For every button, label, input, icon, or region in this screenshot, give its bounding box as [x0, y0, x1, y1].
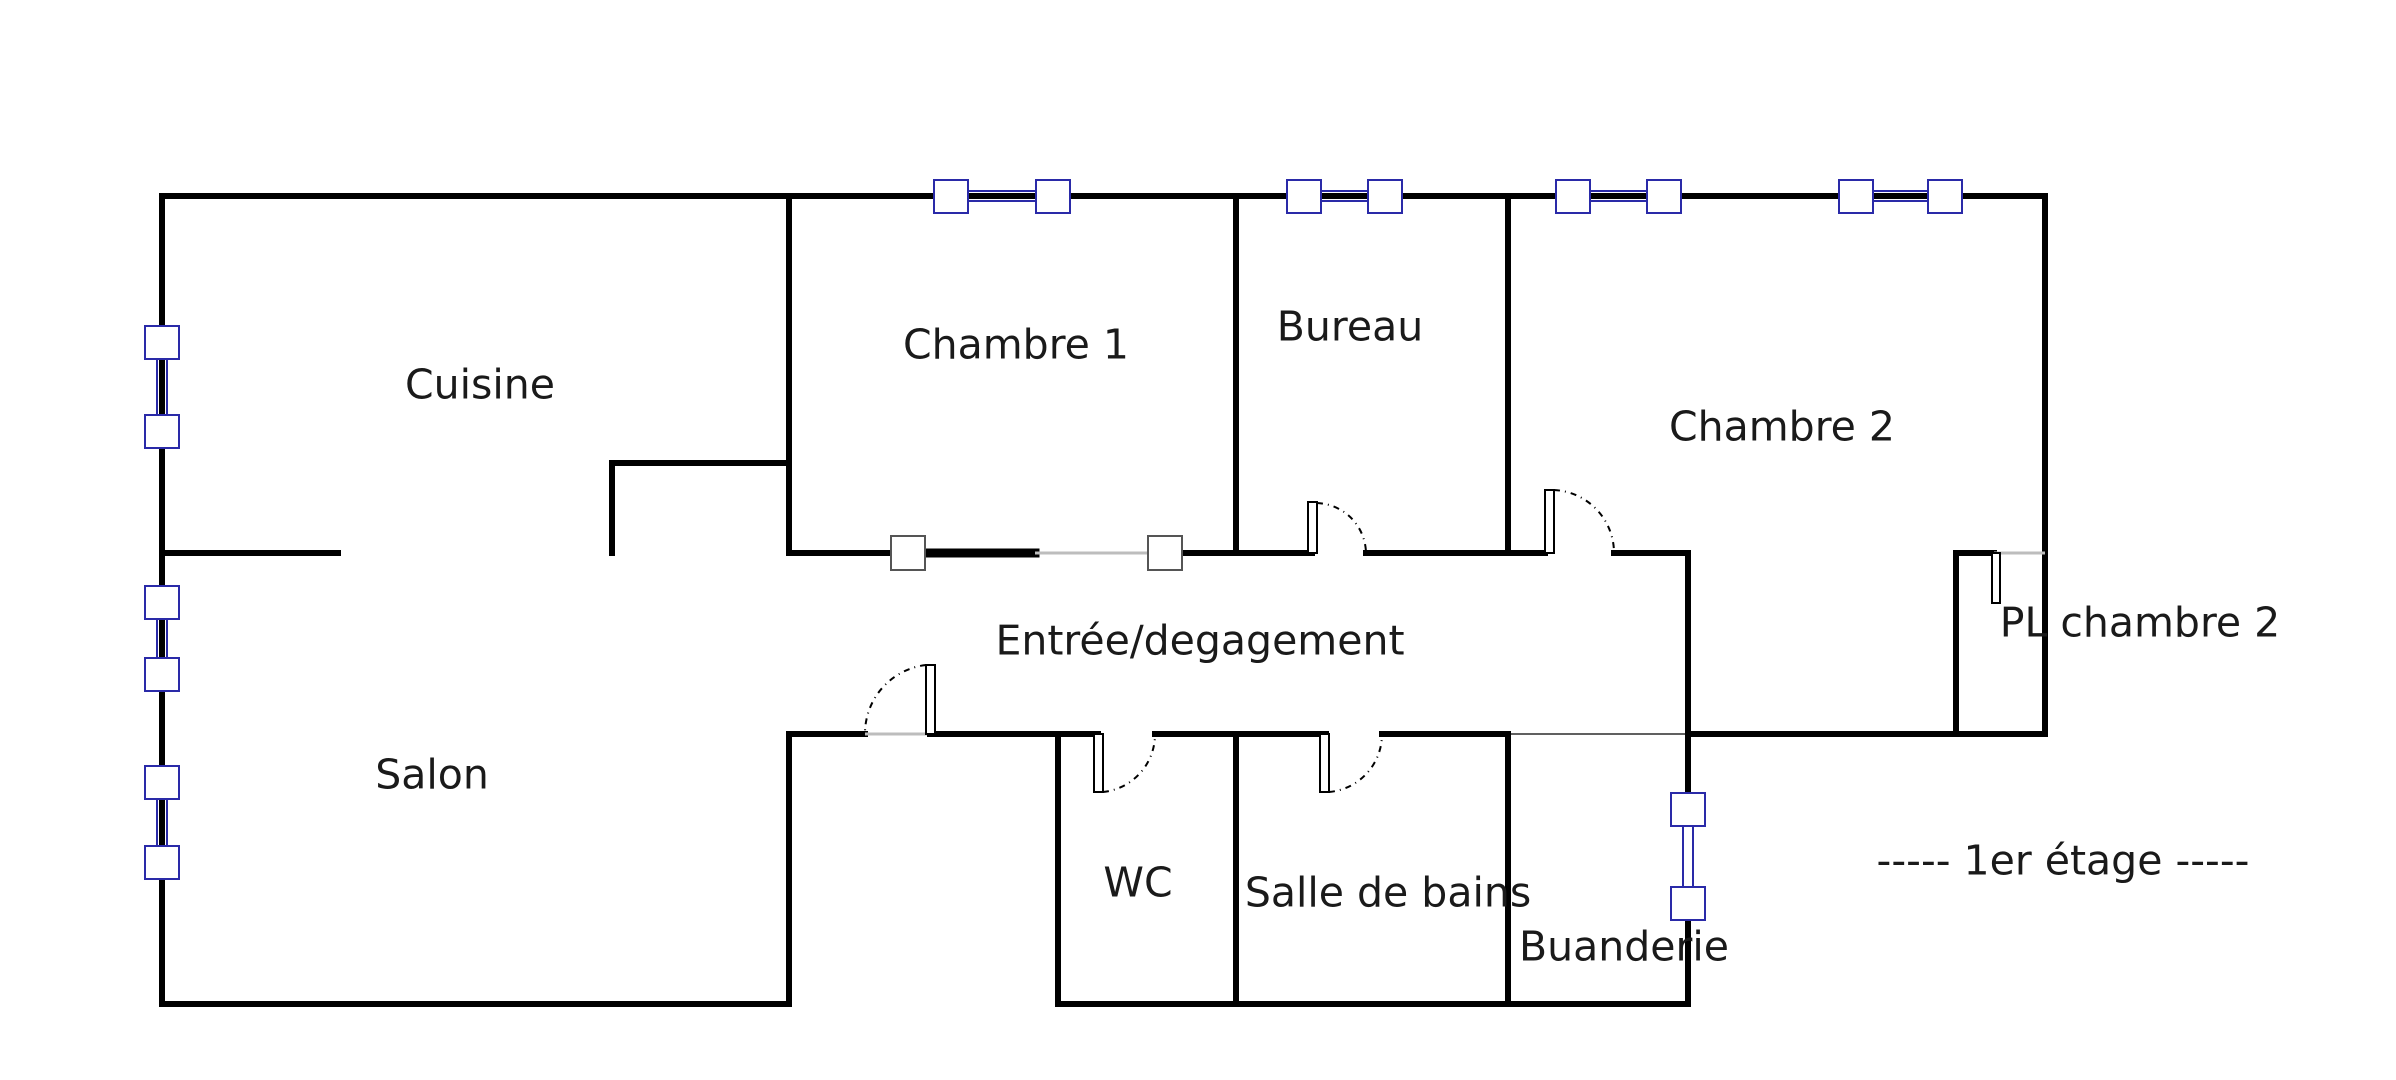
room-label-bureau: Bureau	[1276, 302, 1424, 351]
room-label-salle-de-bains: Salle de bains	[1244, 868, 1532, 917]
room-label-wc: WC	[1103, 858, 1173, 907]
walls	[159, 193, 2048, 1007]
room-label-chambre-2: Chambre 2	[1668, 402, 1896, 451]
doors	[863, 489, 2001, 793]
room-label-entree-degagement: Entrée/degagement	[995, 616, 1405, 665]
room-label-cuisine: Cuisine	[405, 360, 555, 409]
windows	[144, 179, 1963, 921]
room-label-chambre-1: Chambre 1	[902, 320, 1130, 369]
room-label-pl-chambre-2: PL chambre 2	[1999, 598, 2281, 647]
floor-label: ----- 1er étage -----	[1876, 836, 2250, 885]
room-label-salon: Salon	[375, 750, 489, 799]
room-label-buanderie: Buanderie	[1519, 922, 1729, 971]
